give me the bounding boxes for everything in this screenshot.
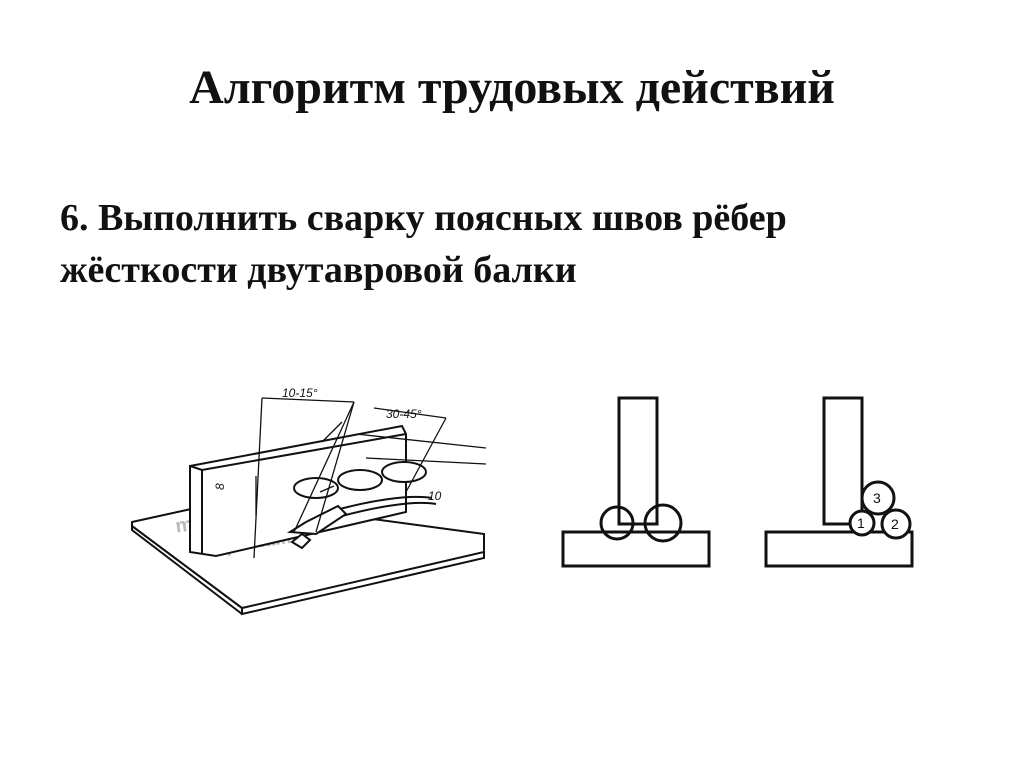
electrode bbox=[286, 504, 348, 550]
weld-bead-2 bbox=[880, 508, 912, 540]
angle-lines bbox=[253, 397, 487, 559]
bead-label-1: 1 bbox=[857, 515, 865, 531]
weld-beads bbox=[293, 461, 437, 517]
tjoint-two-beads-figure bbox=[555, 390, 725, 575]
bead-label-2: 2 bbox=[891, 516, 899, 532]
weld-bead-3 bbox=[860, 480, 896, 516]
base-plate bbox=[561, 530, 711, 568]
step-text: 6. Выполнить сварку поясных швов рёбер ж… bbox=[60, 192, 960, 296]
step-text-line-1: 6. Выполнить сварку поясных швов рёбер bbox=[60, 197, 787, 239]
stiffener-web bbox=[617, 396, 659, 526]
weld-bead-right bbox=[643, 503, 683, 543]
dimension-label-10: 10 bbox=[428, 489, 442, 503]
tjoint-three-beads-svg: 1 2 3 bbox=[764, 396, 914, 568]
slide-title: Алгоритм трудовых действий bbox=[189, 61, 835, 114]
tjoint-three-beads-figure: 1 2 3 bbox=[758, 390, 928, 575]
welding-perspective-svg: metallicheckiy -portal.ru bbox=[131, 386, 487, 616]
stiffener-web bbox=[822, 396, 864, 526]
angle-label-30-45: 30-45° bbox=[386, 407, 422, 421]
step-text-line-2: жёсткости двутавровой балки bbox=[60, 249, 577, 291]
base-plate bbox=[764, 530, 914, 568]
tjoint-two-beads-svg bbox=[561, 396, 711, 568]
welding-perspective-figure: metallicheckiy -portal.ru bbox=[106, 382, 490, 620]
bead-label-3: 3 bbox=[873, 490, 881, 506]
weld-bead-left bbox=[599, 505, 635, 541]
angle-label-10-15: 10-15° bbox=[282, 386, 318, 400]
weld-bead-1 bbox=[848, 509, 876, 537]
dimension-label-8: 8 bbox=[213, 483, 227, 490]
